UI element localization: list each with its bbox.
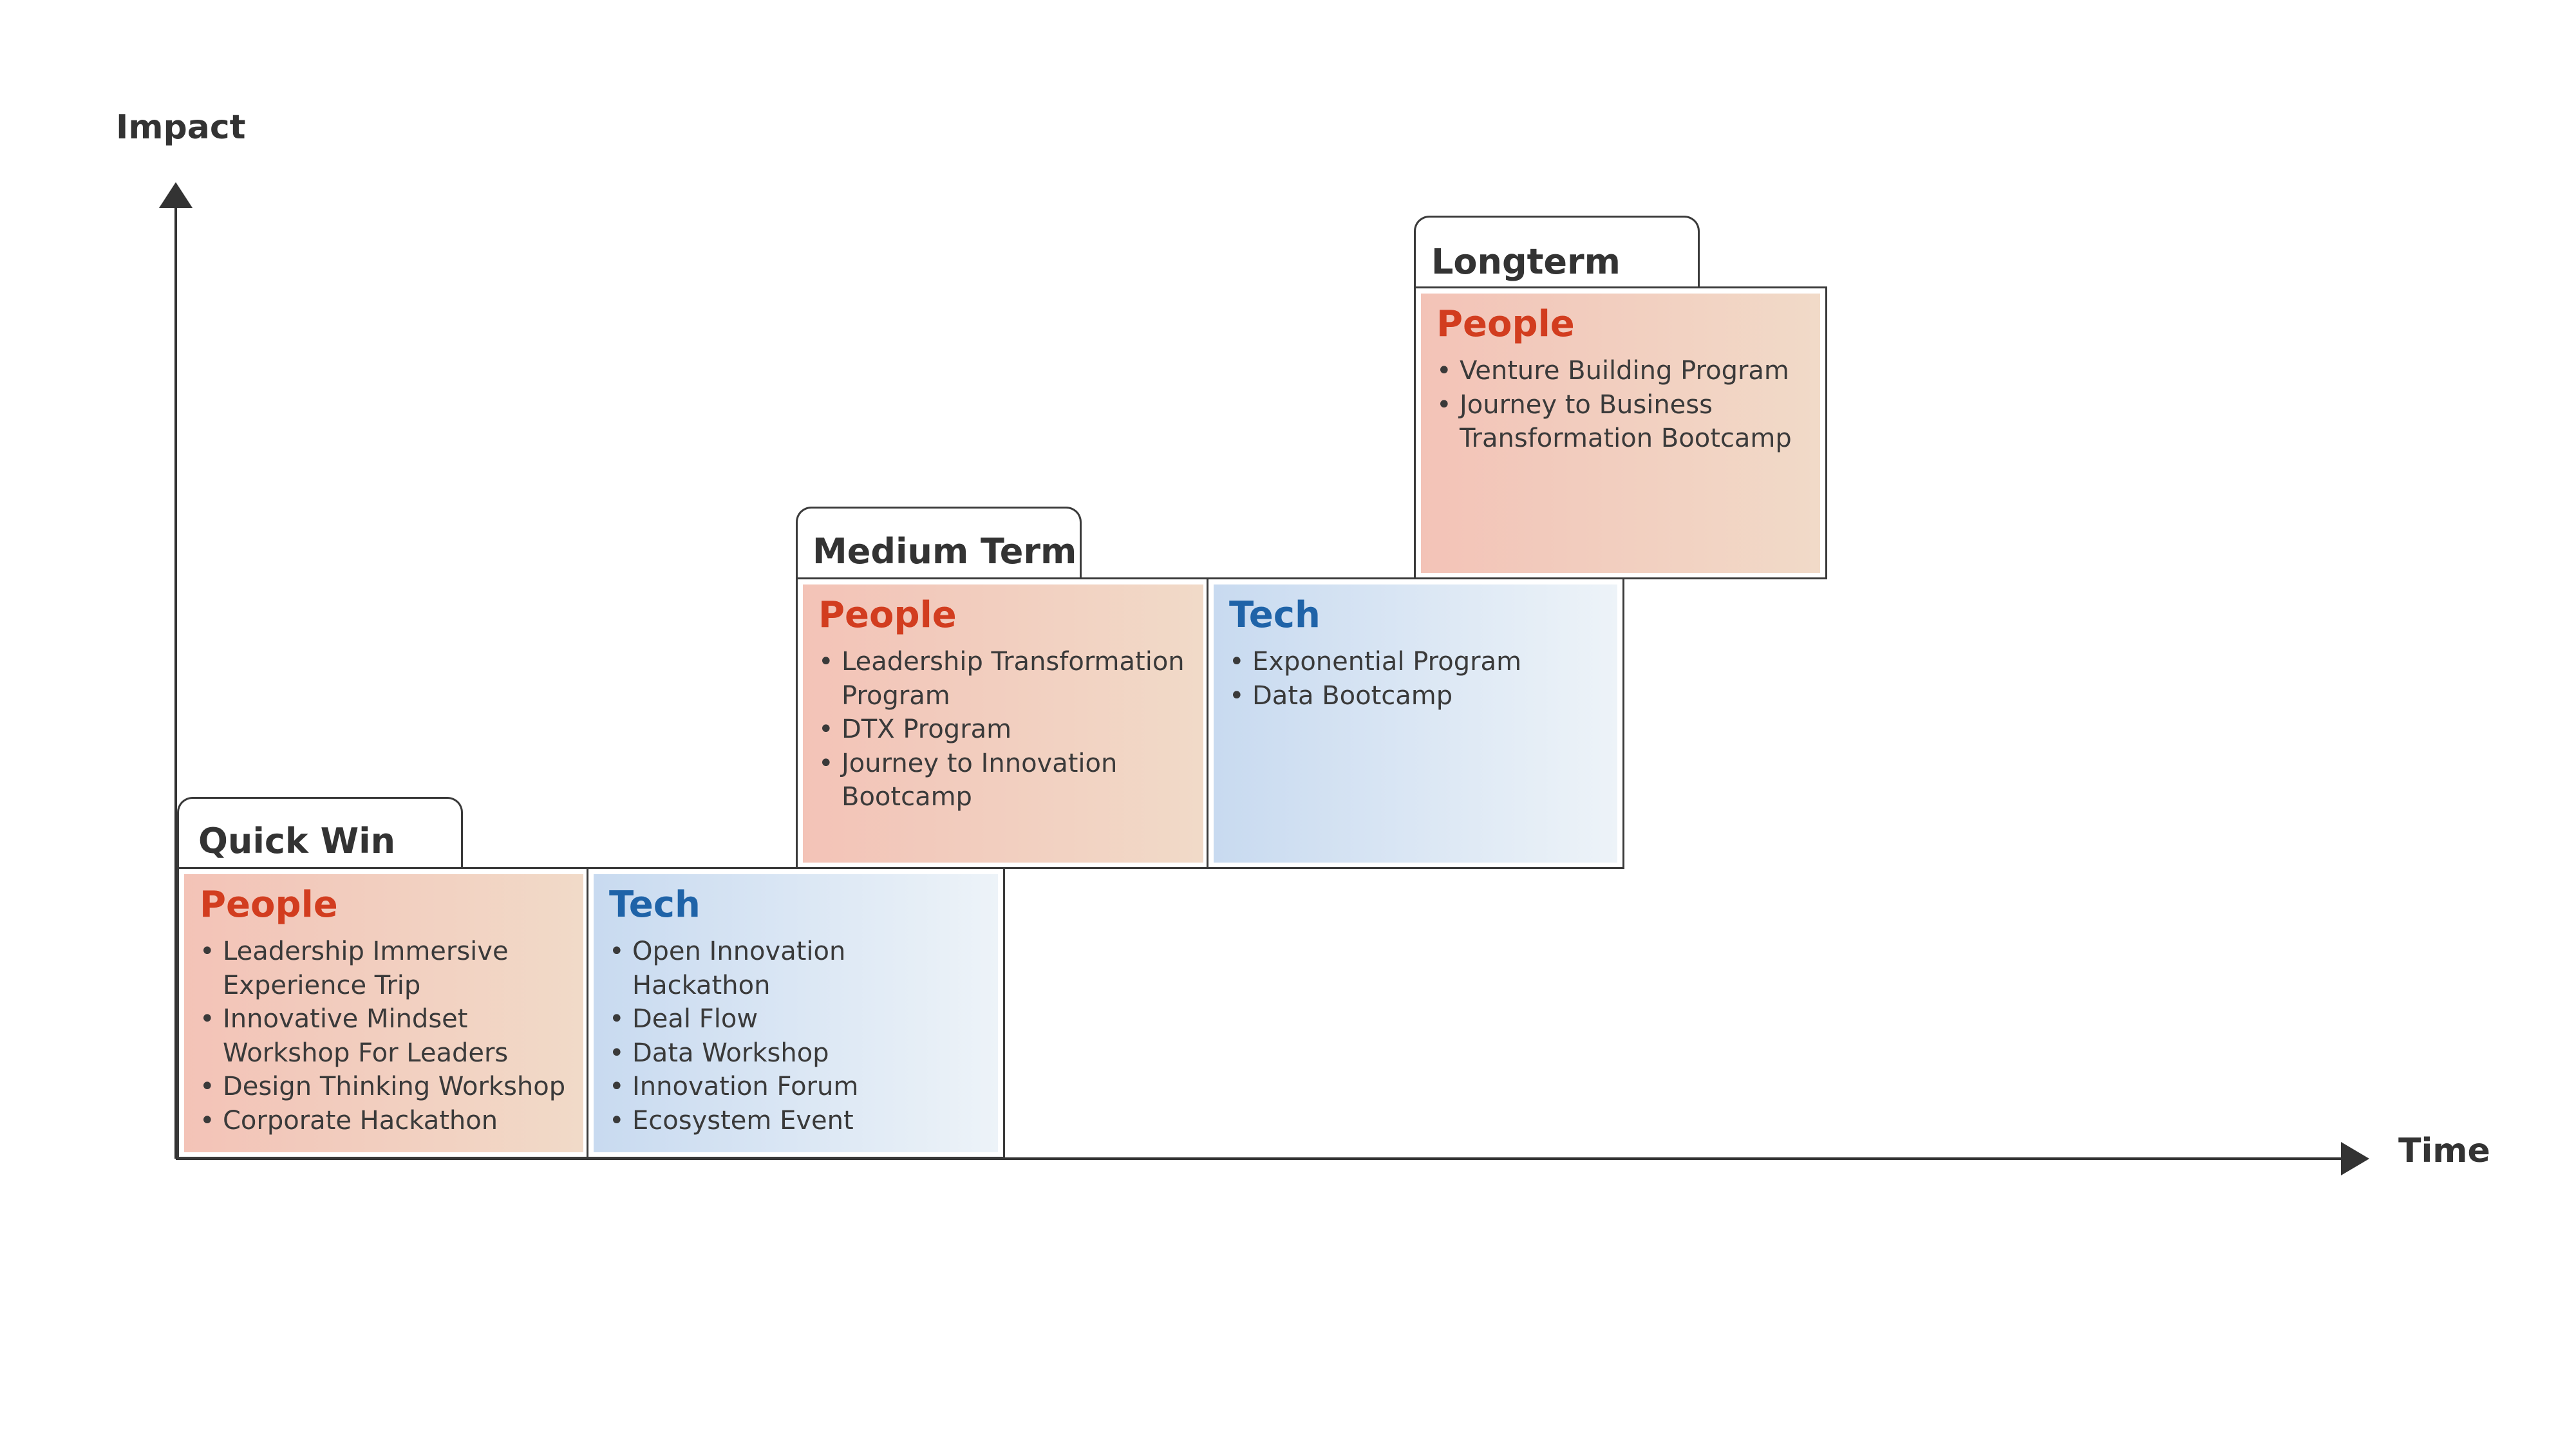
list-item: • Innovative Mindset Workshop For Leaders (200, 1002, 583, 1070)
bullet-icon: • (818, 748, 834, 778)
medium-term-tech-list: •Exponential Program •Data Bootcamp (1229, 645, 1617, 713)
medium-term-people-panel: People •Leadership Transformation Progra… (803, 584, 1203, 863)
quick-win-people-heading: People (200, 884, 338, 926)
list-item: •Ecosystem Event (609, 1104, 998, 1138)
list-item: •DTX Program (818, 713, 1203, 747)
bullet-icon: • (818, 647, 834, 677)
bullet-icon: • (609, 1004, 625, 1034)
bullet-icon: • (200, 1072, 215, 1101)
bullet-icon: • (1436, 389, 1452, 420)
quick-win-tech-panel: Tech •Open Innovation Hackathon •Deal Fl… (594, 874, 998, 1152)
list-item: • Design Thinking Workshop (200, 1070, 583, 1104)
list-item-text: Exponential Program (1252, 647, 1522, 677)
list-item-text: Corporate Hackathon (223, 1105, 498, 1136)
list-item-text: Data Bootcamp (1252, 680, 1453, 711)
list-item-text: Design Thinking Workshop (223, 1072, 566, 1101)
bullet-icon: • (609, 1105, 625, 1136)
list-item-text: Journey to Business Transformation Bootc… (1460, 389, 1792, 454)
medium-term-tech-panel: Tech •Exponential Program •Data Bootcamp (1214, 584, 1617, 863)
list-item: • Leadership Immersive Experience Trip (200, 935, 583, 1002)
medium-term-title: Medium Term (813, 531, 1077, 572)
list-item-text: Data Workshop (632, 1038, 829, 1068)
bullet-icon: • (609, 1072, 625, 1101)
bullet-icon: • (818, 715, 834, 744)
bullet-icon: • (1229, 647, 1245, 677)
list-item: •Deal Flow (609, 1002, 998, 1036)
list-item: •Data Bootcamp (1229, 679, 1617, 713)
list-item-text: Innovative Mindset Workshop For Leaders (223, 1004, 509, 1068)
medium-term-divider (1207, 577, 1208, 869)
quick-win-tech-heading: Tech (609, 884, 700, 926)
x-axis-arrow-icon (2341, 1142, 2369, 1175)
quick-win-tech-list: •Open Innovation Hackathon •Deal Flow •D… (609, 935, 998, 1137)
bullet-icon: • (200, 1004, 215, 1034)
list-item-text: Ecosystem Event (632, 1105, 854, 1136)
bullet-icon: • (200, 937, 215, 966)
list-item-text: Leadership Immersive Experience Trip (223, 937, 509, 1000)
list-item-text: Innovation Forum (632, 1072, 859, 1101)
list-item-text: Deal Flow (632, 1004, 758, 1034)
medium-term-tech-heading: Tech (1229, 594, 1321, 636)
bullet-icon: • (1229, 680, 1245, 711)
bullet-icon: • (200, 1105, 215, 1136)
medium-term-people-heading: People (818, 594, 957, 636)
y-axis-label: Impact (116, 108, 246, 147)
list-item-text: DTX Program (841, 715, 1012, 744)
quick-win-tab (177, 797, 463, 872)
quick-win-people-panel: People • Leadership Immersive Experience … (184, 874, 583, 1152)
quick-win-title: Quick Win (198, 821, 396, 861)
list-item-text: Open Innovation Hackathon (632, 937, 846, 1000)
longterm-people-list: • Venture Building Program • Journey to Bu… (1436, 354, 1820, 456)
list-item: •Data Workshop (609, 1036, 998, 1070)
medium-term-tab (796, 507, 1082, 581)
list-item: •Exponential Program (1229, 645, 1617, 679)
bullet-icon: • (1436, 356, 1452, 386)
list-item: •Leadership Transformation Program (818, 645, 1203, 713)
longterm-tab (1414, 216, 1700, 290)
quick-win-divider (587, 867, 588, 1159)
bullet-icon: • (609, 1038, 625, 1068)
list-item-text: Venture Building Program (1460, 356, 1789, 386)
quick-win-people-list: • Leadership Immersive Experience Trip • I… (200, 935, 583, 1137)
bullet-icon: • (609, 937, 625, 966)
list-item: •Innovation Forum (609, 1070, 998, 1104)
longterm-people-panel: People • Venture Building Program • Journe… (1421, 294, 1820, 573)
list-item: • Venture Building Program (1436, 354, 1820, 388)
list-item-text: Leadership Transformation Program (841, 647, 1185, 711)
list-item: • Corporate Hackathon (200, 1104, 583, 1138)
longterm-people-heading: People (1436, 303, 1575, 345)
list-item: •Open Innovation Hackathon (609, 935, 998, 1002)
longterm-title: Longterm (1431, 241, 1621, 282)
list-item: • Journey to Business Transformation Boot… (1436, 388, 1820, 456)
list-item-text: Journey to Innovation Bootcamp (841, 748, 1118, 812)
x-axis-label: Time (2398, 1132, 2490, 1170)
medium-term-people-list: •Leadership Transformation Program •DTX … (818, 645, 1203, 814)
list-item: •Journey to Innovation Bootcamp (818, 747, 1203, 814)
y-axis-arrow-icon (159, 182, 193, 208)
